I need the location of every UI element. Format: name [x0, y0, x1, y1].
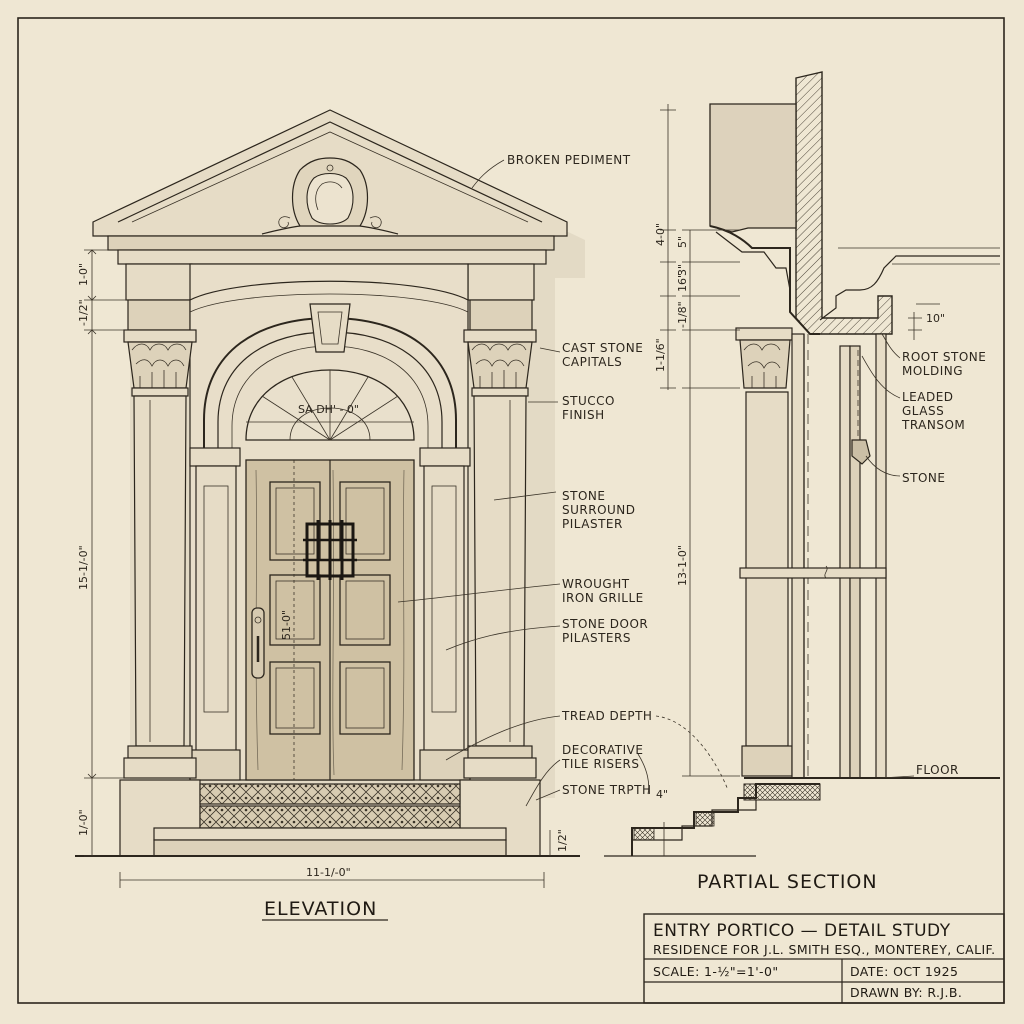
section-dimensions: [660, 104, 940, 856]
label-cast-stone-capitals-2: CAPITALS: [562, 355, 622, 369]
dim-sec-13: 13-1-0": [676, 545, 689, 586]
label-stone: STONE: [902, 471, 945, 485]
title-block-drawn-by: DRAWN BY: R.J.B.: [850, 985, 962, 1000]
title-block-date: DATE: OCT 1925: [850, 964, 958, 979]
label-tile-risers-1: DECORATIVE: [562, 743, 643, 757]
label-wrought-iron-2: IRON GRILLE: [562, 591, 644, 605]
label-tile-risers-2: TILE RISERS: [561, 757, 639, 771]
door-pilasters: [189, 447, 471, 781]
pediment: [92, 109, 568, 265]
label-stone-surround-3: PILASTER: [562, 517, 623, 531]
dim-elev-height: 15-1/-0": [77, 545, 90, 590]
fan-transom: [245, 369, 415, 441]
keystone: [309, 303, 351, 353]
label-leaded-glass-3: TRANSOM: [901, 418, 965, 432]
dim-sec-5: 5": [676, 236, 689, 248]
title-block-scale: SCALE: 1-½"=1'-0": [653, 964, 778, 979]
leader-lines: [397, 159, 915, 807]
wrought-iron-grille: [303, 520, 357, 580]
label-wrought-iron-1: WROUGHT: [562, 577, 630, 591]
label-stone-trpth: STONE TRPTH: [562, 783, 652, 797]
dim-door-height: 51-0": [280, 610, 293, 640]
entry-door: [245, 459, 415, 781]
section-view: [604, 71, 1000, 857]
view-title-section: PARTIAL SECTION: [697, 871, 878, 893]
label-stone-door-1: STONE DOOR: [562, 617, 648, 631]
sheet-border: [17, 17, 1005, 1004]
title-block-title: ENTRY PORTICO — DETAIL STUDY: [653, 921, 951, 941]
dim-sec-3: 3": [676, 264, 689, 276]
elevation-dimensions: [84, 249, 551, 888]
dim-step-half: 1/2": [556, 829, 569, 852]
label-cast-stone-capitals-1: CAST STONE: [562, 341, 643, 355]
elevation-view: [75, 109, 585, 857]
label-root-stone-2: MOLDING: [902, 364, 963, 378]
dim-transom: SA DH' - 0": [298, 403, 359, 416]
left-column: [123, 329, 197, 779]
tile-steps: [153, 783, 507, 857]
door-handle: [251, 607, 265, 679]
label-stone-door-2: PILASTERS: [562, 631, 631, 645]
label-floor: FLOOR: [916, 763, 959, 777]
dim-sec-116: 1-1/6": [654, 338, 667, 372]
label-broken-pediment: BROKEN PEDIMENT: [507, 153, 631, 167]
dim-sec-4in: 4": [656, 788, 668, 801]
view-title-elevation: ELEVATION: [264, 898, 377, 920]
title-block-subtitle: RESIDENCE FOR J.L. SMITH ESQ., MONTEREY,…: [653, 942, 996, 957]
label-leaded-glass-2: GLASS: [902, 404, 944, 418]
label-leaded-glass-1: LEADED: [902, 390, 954, 404]
label-tread-depth: TREAD DEPTH: [561, 709, 652, 723]
right-column: [463, 329, 537, 779]
title-block: ENTRY PORTICO — DETAIL STUDY RESIDENCE F…: [643, 913, 1005, 1004]
dim-elev-width: 11-1/-0": [306, 866, 351, 879]
dim-elev-base: 1/-0": [77, 809, 90, 836]
label-stucco-finish-2: FINISH: [562, 408, 605, 422]
cartouche-ornament: [261, 157, 399, 235]
label-stone-surround-2: SURROUND: [562, 503, 636, 517]
label-root-stone-1: ROOT STONE: [902, 350, 986, 364]
label-stucco-finish-1: STUCCO: [562, 394, 615, 408]
dim-sec-18: -1/8": [676, 301, 689, 328]
dim-elev-top: 1-0": [77, 263, 90, 286]
dim-sec-10: 10": [926, 312, 945, 325]
dim-sec-4: 4-0": [654, 223, 667, 246]
dim-elev-half: -1/2": [77, 299, 90, 326]
dim-sec-16: 16": [676, 273, 689, 292]
label-stone-surround-1: STONE: [562, 489, 605, 503]
